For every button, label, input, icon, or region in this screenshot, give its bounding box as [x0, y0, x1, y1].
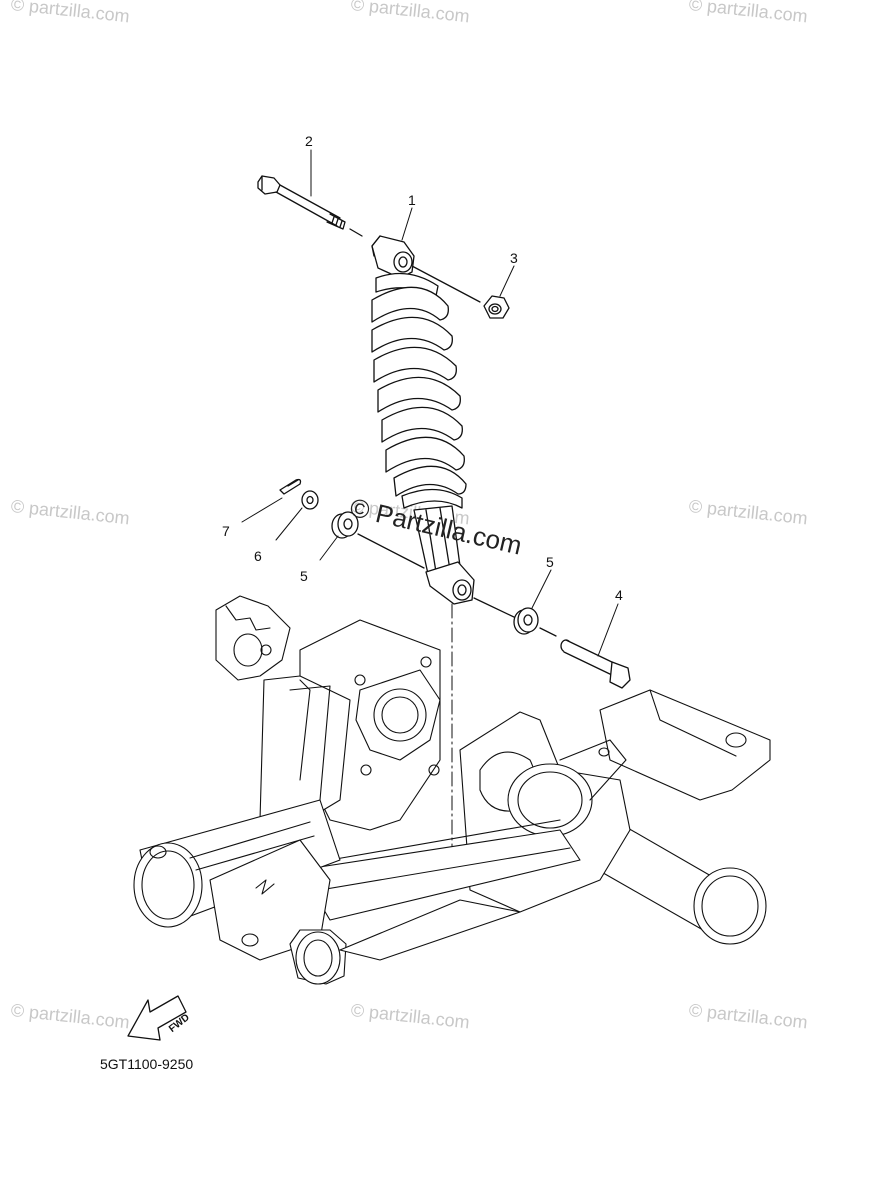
callout-4: 4 — [615, 587, 623, 603]
collar-right-part-5 — [473, 597, 557, 637]
swingarm-housing — [133, 595, 771, 985]
nut-part-3 — [411, 265, 510, 319]
callout-6: 6 — [254, 548, 262, 564]
callout-3: 3 — [510, 250, 518, 266]
fwd-arrow-icon — [127, 995, 187, 1041]
washer-part-6 — [301, 490, 319, 510]
cotter-pin-part-7 — [279, 478, 302, 495]
callout-5-right: 5 — [546, 554, 554, 570]
collar-left-part-5 — [331, 511, 425, 569]
bolt-part-2 — [257, 175, 363, 237]
leader-lines — [241, 149, 619, 657]
pin-part-4 — [560, 639, 631, 689]
callout-5-left: 5 — [300, 568, 308, 584]
callout-1: 1 — [408, 192, 416, 208]
diagram-code: 5GT1100-9250 — [100, 1056, 194, 1072]
callout-2: 2 — [305, 133, 313, 149]
shock-absorber-part-1 — [371, 235, 475, 605]
callout-7: 7 — [222, 523, 230, 539]
